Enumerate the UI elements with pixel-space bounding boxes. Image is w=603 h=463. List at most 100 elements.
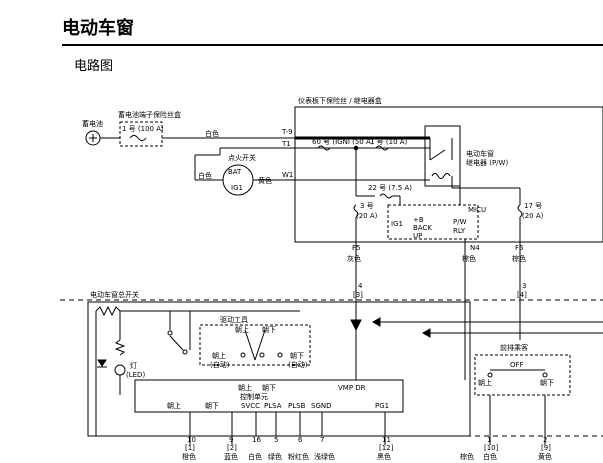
label-c-down: 朝下 — [205, 402, 219, 410]
label-micu: MICU — [468, 206, 486, 214]
label-backup-2: BACK — [413, 224, 432, 232]
label-pw-relay-1: 电动车窗 — [466, 149, 494, 158]
label-fuse-1-10: 1 号 (10 A) — [370, 138, 408, 146]
label-c-up: 朝上 — [167, 401, 181, 410]
label-up-right: 朝上 — [478, 378, 492, 387]
label-b2: 2 — [543, 436, 547, 444]
label-drive-tool: 驱动工具 — [220, 315, 248, 324]
label-b10: 10 — [187, 436, 196, 444]
label-pin4b: [3] — [353, 291, 363, 299]
label-c-white3: 白色 — [248, 452, 262, 461]
label-down-auto-2: (自动) — [288, 360, 308, 369]
drive-tool-box — [199, 324, 311, 366]
label-backup-3: UP — [413, 232, 422, 240]
label-c-brown3: 棕色 — [460, 452, 474, 461]
label-c-pinkred: 粉红色 — [288, 452, 309, 461]
label-c-orange: 橙色 — [182, 452, 196, 461]
label-hood-fuse-box: 蓄电池端子保险丝盒 — [118, 110, 181, 119]
label-pw-relay-2: 继电器 (P/W) — [466, 158, 508, 167]
label-ctrl-unit: 控制单元 — [240, 392, 268, 401]
control-unit-box — [134, 379, 404, 413]
label-c-black: 黑色 — [377, 452, 391, 461]
label-off: OFF — [510, 361, 524, 369]
label-f5: F5 — [352, 244, 360, 252]
under-dash-box — [294, 106, 603, 243]
label-up-auto-1: 朝上 — [212, 351, 226, 360]
label-bat: BAT — [228, 168, 242, 176]
label-b1b: [10] — [484, 444, 499, 452]
label-ctrl-up: 朝上 — [238, 383, 252, 392]
label-fuse-1: 1 号 (100 A) — [122, 125, 164, 133]
label-n4: N4 — [470, 244, 480, 252]
label-ctrl-down: 朝下 — [262, 384, 276, 392]
page-title: 电动车窗 — [62, 18, 134, 39]
label-down-auto-1: 朝下 — [290, 352, 304, 360]
label-up-auto-2: (自动) — [210, 360, 230, 369]
label-b2b: [9] — [541, 444, 551, 452]
label-f6: F6 — [515, 244, 524, 252]
label-up-small: 朝上 — [235, 325, 249, 334]
label-b11: 11 — [382, 436, 391, 444]
label-master-switch: 电动车窗总开关 — [90, 290, 139, 299]
label-pin3b: [4] — [517, 291, 527, 299]
label-b5: 5 — [274, 436, 278, 444]
label-white-1: 白色 — [205, 129, 219, 138]
label-b9b: [2] — [227, 444, 237, 452]
led-lamp — [114, 364, 126, 376]
micu-box — [387, 204, 479, 240]
label-fuse-3-a: 3 号 — [360, 202, 374, 210]
title-rule — [62, 44, 603, 46]
label-fuse-22: 22 号 (7.5 A) — [368, 184, 412, 192]
label-c-lightgreen: 浅绿色 — [314, 452, 335, 461]
label-backup-1: +B — [413, 216, 424, 224]
label-fuse-17-a: 17 号 — [524, 202, 542, 210]
front-passenger-switch — [474, 354, 571, 396]
label-yellow-1: 黄色 — [258, 176, 272, 185]
label-grey-1: 灰色 — [347, 254, 361, 263]
label-pw-1: P/W — [453, 218, 467, 226]
label-brown-2: 棕色 — [512, 254, 526, 263]
label-plsb: PLSB — [288, 402, 306, 410]
label-fuse-60: 60 号 (IGNI (50 A) — [312, 138, 374, 146]
label-ig1-switch: IG1 — [231, 184, 243, 192]
label-pin4: 4 — [358, 282, 363, 290]
label-ign-switch: 点火开关 — [228, 153, 256, 162]
label-t9: T-9 — [281, 128, 293, 136]
label-sgnd: SGND — [311, 402, 332, 410]
label-c-yellow2: 黄色 — [538, 452, 552, 461]
label-fuse-3-b: (20 A) — [356, 212, 378, 220]
label-w1: W1 — [282, 171, 293, 179]
label-c-blue: 蓝色 — [224, 452, 238, 461]
label-c-green: 绿色 — [268, 452, 282, 461]
label-battery: 蓄电池 — [82, 119, 103, 128]
label-plsa: PLSA — [264, 402, 282, 410]
pw-relay-box — [424, 125, 461, 187]
label-vmpdr: VMP DR — [338, 384, 366, 392]
label-pin3: 3 — [522, 282, 526, 290]
label-b9: 9 — [229, 436, 233, 444]
label-down-small: 朝下 — [262, 326, 276, 334]
label-svcc: SVCC — [241, 402, 260, 410]
section-title: 电路图 — [74, 59, 114, 74]
label-lamp-2: (LED) — [126, 371, 145, 379]
label-c-white4: 白色 — [483, 452, 497, 461]
label-b1: 1 — [487, 436, 491, 444]
label-down-right: 朝下 — [540, 379, 554, 387]
label-t1: T1 — [281, 140, 291, 148]
label-ig1-box: IG1 — [391, 220, 403, 228]
label-brown-1: 棕色 — [462, 254, 476, 263]
label-front-pass: 前排乘客 — [500, 343, 528, 352]
label-pw-2: RLY — [453, 227, 466, 235]
hood-fuse-box — [119, 121, 163, 147]
label-under-dash-box: 仪表板下保险丝 / 继电器盒 — [298, 96, 382, 105]
label-white-2: 白色 — [198, 171, 212, 180]
label-fuse-17-b: (20 A) — [522, 212, 544, 220]
label-b10b: [1] — [185, 444, 195, 452]
label-b7: 7 — [320, 436, 324, 444]
label-lamp-1: 灯 — [130, 361, 137, 370]
label-b6: 6 — [298, 436, 303, 444]
label-b11b: [12] — [379, 444, 394, 452]
label-b16: 16 — [252, 436, 261, 444]
label-pg1: PG1 — [375, 402, 389, 410]
